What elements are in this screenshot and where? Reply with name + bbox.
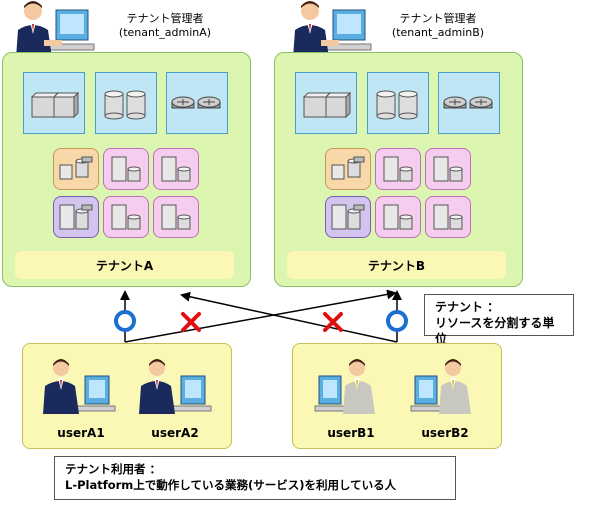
- denied-cross-a: [181, 312, 201, 332]
- admin-b-title: テナント管理者: [399, 12, 477, 25]
- denied-cross-b: [323, 312, 343, 332]
- servers-icon: [30, 91, 80, 119]
- storage-pool-a: [95, 72, 157, 134]
- user-group-b: userB1 userB2: [292, 343, 502, 449]
- user-b1-icon: [314, 359, 375, 414]
- tenant-a-box: テナントA: [2, 52, 251, 287]
- arrow-users-b-to-tenant-a: [180, 291, 398, 343]
- tenant-definition-note: テナント ： リソースを分割する単位: [424, 294, 574, 346]
- network-icon: [443, 96, 493, 109]
- tenant-note-line1: テナント ：: [435, 300, 500, 314]
- user-group-a: userA1 userA2: [22, 343, 232, 449]
- user-b1-label: userB1: [327, 426, 375, 440]
- admin-a-id: (tenant_adminA): [118, 26, 212, 39]
- server-pool-a: [23, 72, 85, 134]
- admin-b-label: テナント管理者 (tenant_adminB): [378, 12, 498, 40]
- user-b2-icon: [410, 359, 471, 414]
- resource-a-6: [153, 196, 199, 238]
- tenant-user-definition-note: テナント利用者 ： L-Platform上で動作している業務(サービス)を利用し…: [54, 456, 456, 500]
- network-pool-b: [438, 72, 500, 134]
- resource-b-3: [425, 148, 471, 190]
- admin-b-icon: [293, 1, 372, 58]
- resource-b-2: [375, 148, 421, 190]
- resource-b-1: [325, 148, 371, 190]
- user-note-line1: テナント利用者 ：: [65, 462, 162, 476]
- user-a1-icon: [43, 359, 116, 414]
- network-icon: [171, 96, 221, 109]
- tenant-a-label: テナントA: [15, 251, 234, 279]
- resource-b-6: [425, 196, 471, 238]
- allowed-circle-b: [386, 310, 408, 332]
- arrow-users-a-to-tenant-b: [124, 289, 397, 343]
- servers-icon: [302, 91, 352, 119]
- user-a1-label: userA1: [57, 426, 105, 440]
- tenant-note-line2: リソースを分割する単位: [435, 316, 555, 346]
- resource-a-2: [103, 148, 149, 190]
- admin-a-title: テナント管理者: [126, 12, 204, 25]
- allowed-circle-a: [114, 310, 136, 332]
- server-pool-b: [295, 72, 357, 134]
- storage-icon: [104, 90, 146, 120]
- resource-b-5: [375, 196, 421, 238]
- storage-icon: [376, 90, 418, 120]
- resource-a-3: [153, 148, 199, 190]
- admin-b-id: (tenant_adminB): [391, 26, 485, 39]
- admin-a-icon: [16, 1, 95, 58]
- tenant-b-box: テナントB: [274, 52, 523, 287]
- admin-a-label: テナント管理者 (tenant_adminA): [105, 12, 225, 40]
- user-note-line2: L-Platform上で動作している業務(サービス)を利用している人: [65, 478, 397, 492]
- user-a2-icon: [139, 359, 212, 414]
- storage-pool-b: [367, 72, 429, 134]
- user-a2-label: userA2: [151, 426, 199, 440]
- resource-b-4: [325, 196, 371, 238]
- resource-a-4: [53, 196, 99, 238]
- resource-a-1: [53, 148, 99, 190]
- resource-a-5: [103, 196, 149, 238]
- network-pool-a: [166, 72, 228, 134]
- user-b2-label: userB2: [421, 426, 469, 440]
- tenant-b-label: テナントB: [287, 251, 506, 279]
